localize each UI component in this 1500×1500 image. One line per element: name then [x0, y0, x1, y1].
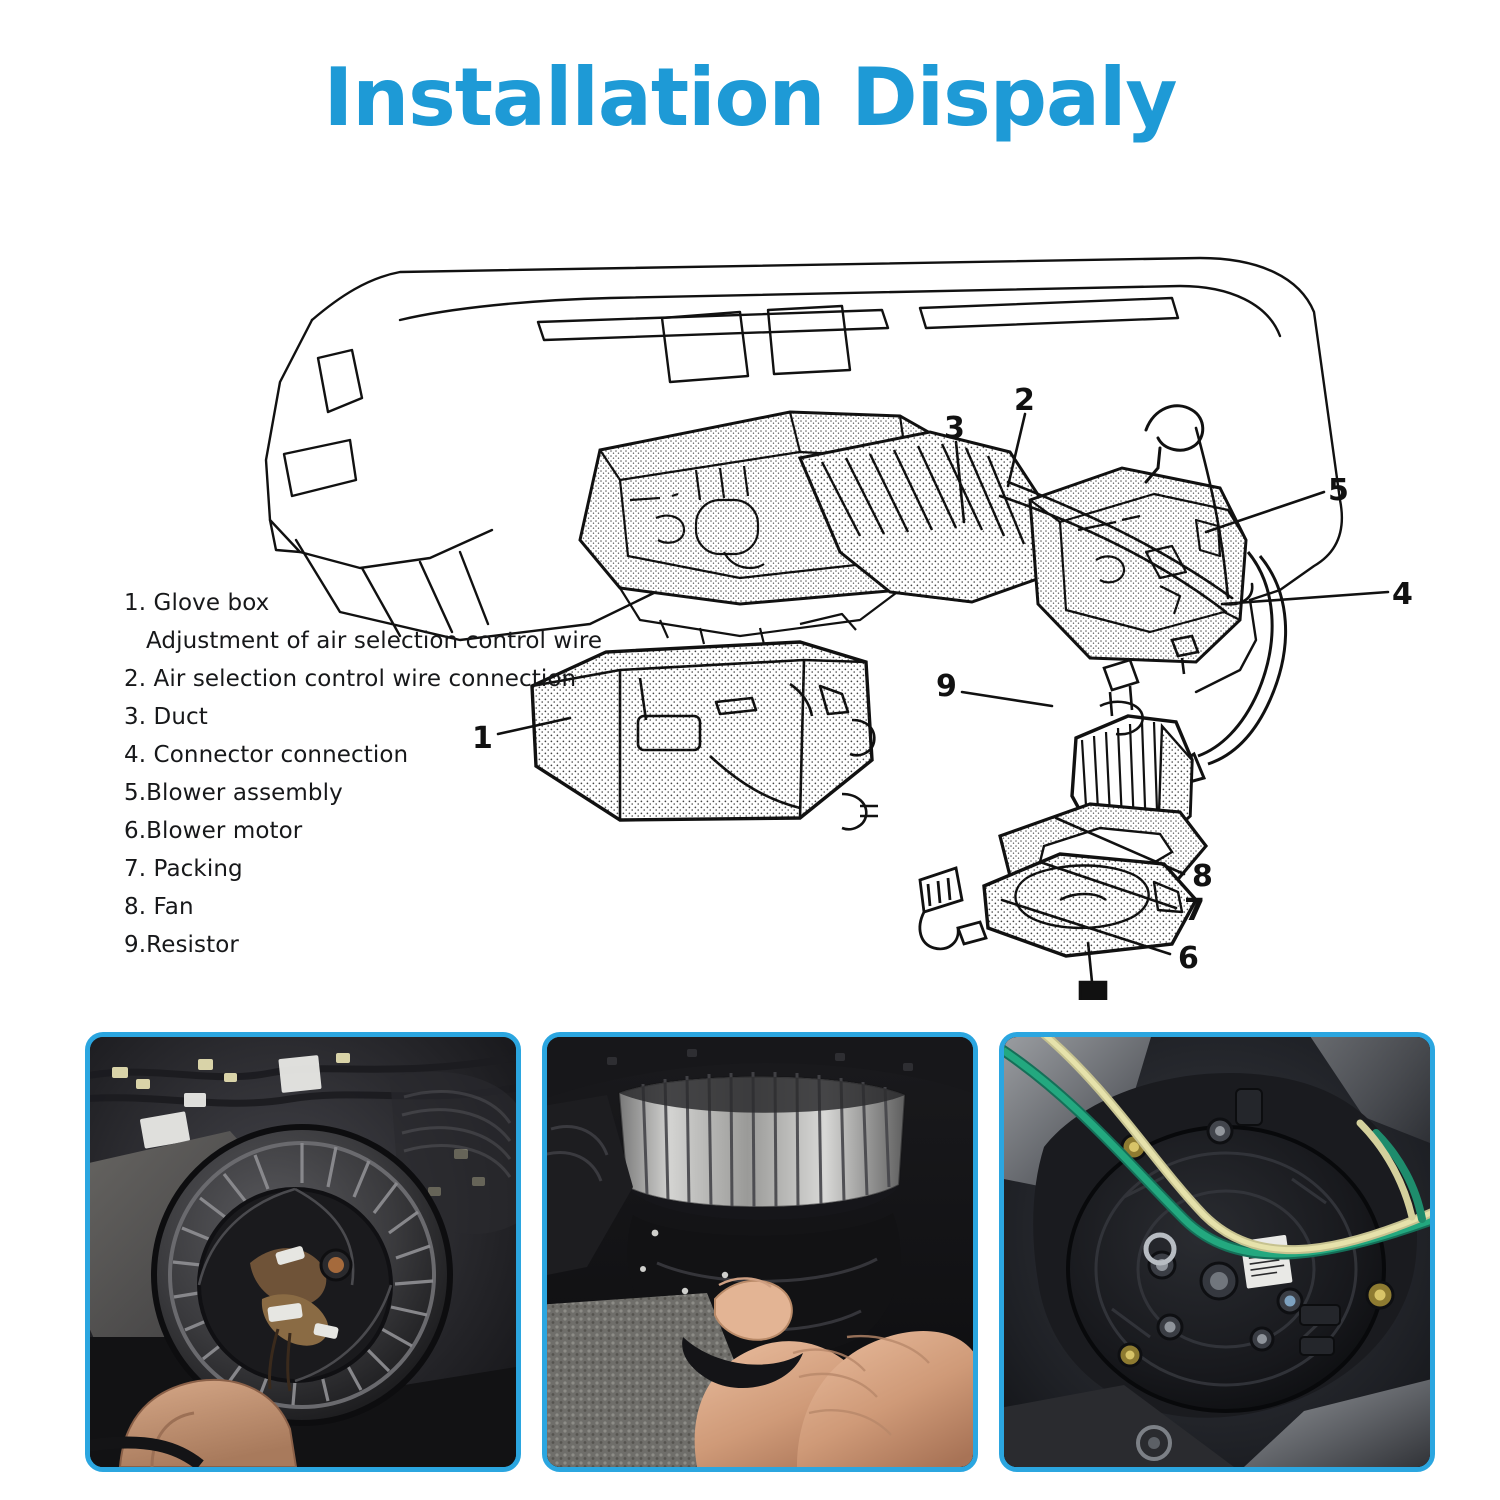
legend-item-1-sub: Adjustment of air selection control wire — [146, 628, 603, 654]
callout-9: 9 — [936, 669, 957, 704]
photo-1-image — [90, 1037, 516, 1467]
legend-item-8: 8. Fan — [124, 894, 194, 920]
legend-item-4: 4. Connector connection — [124, 742, 409, 768]
exploded-diagram: 1 2 3 4 5 6 7 8 9 — [100, 200, 1440, 1000]
parts-legend: 1. Glove box Adjustment of air selection… — [124, 590, 603, 972]
installation-photo-strip — [85, 1032, 1435, 1472]
callout-6: 6 — [1178, 941, 1199, 976]
legend-item-9: 9.Resistor — [124, 932, 239, 958]
blower-motor — [918, 852, 1199, 1000]
glove-box — [530, 640, 878, 831]
legend-item-1: 1. Glove box — [124, 590, 270, 616]
photo-3-image — [1004, 1037, 1430, 1467]
blower-case — [998, 404, 1288, 786]
photo-2-image — [547, 1037, 973, 1467]
callout-numbers: 1 2 3 4 5 6 7 8 9 — [472, 383, 1413, 976]
legend-item-7: 7. Packing — [124, 856, 243, 882]
legend-item-2: 2. Air selection control wire connection — [124, 666, 577, 692]
callout-7: 7 — [1184, 893, 1205, 928]
callout-3: 3 — [944, 411, 965, 446]
photo-blower-motor-installation — [542, 1032, 978, 1472]
photo-blower-motor-installed-wiring — [999, 1032, 1435, 1472]
resistor-component — [1099, 634, 1200, 736]
legend-item-3: 3. Duct — [124, 704, 208, 730]
callout-1: 1 — [472, 721, 493, 756]
legend-item-6: 6.Blower motor — [124, 818, 303, 844]
legend-item-5: 5.Blower assembly — [124, 780, 343, 806]
dashboard-outline — [264, 256, 1344, 694]
callout-5: 5 — [1328, 473, 1349, 508]
page-title: Installation Dispaly — [323, 51, 1177, 144]
photo-blower-fan-cage-removed — [85, 1032, 521, 1472]
callout-leaders — [496, 412, 1390, 956]
callout-8: 8 — [1192, 859, 1213, 894]
callout-4: 4 — [1392, 577, 1413, 612]
callout-2: 2 — [1014, 383, 1035, 418]
